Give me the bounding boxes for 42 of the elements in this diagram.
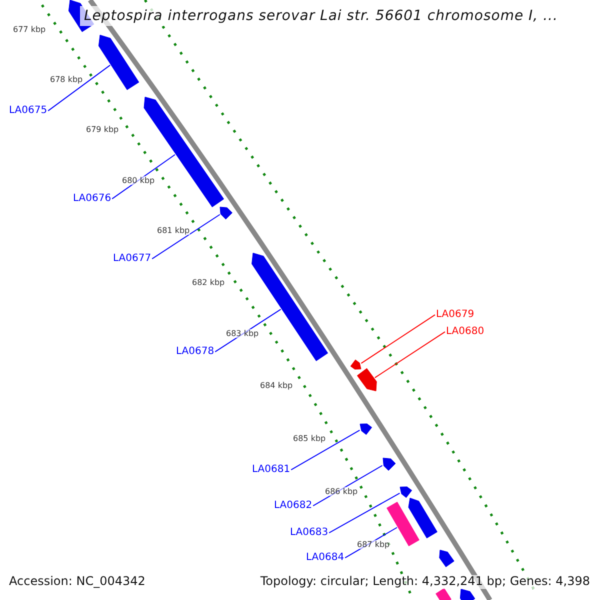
gene-feature xyxy=(439,550,454,568)
gene-feature xyxy=(350,360,362,370)
leader-line xyxy=(328,492,400,534)
leader-line xyxy=(344,527,398,558)
scale-label: 686 kbp xyxy=(325,487,358,496)
gene-label: LA0684 xyxy=(306,552,344,564)
gene-feature xyxy=(382,458,396,471)
scale-label: 678 kbp xyxy=(50,75,83,84)
leader-line xyxy=(360,314,436,364)
scale-label: 679 kbp xyxy=(86,125,119,134)
scale-label: 685 kbp xyxy=(293,434,326,444)
gene-label: LA0677 xyxy=(113,253,152,264)
leader-line xyxy=(48,64,111,112)
scale-label: 682 kbp xyxy=(192,278,225,288)
gene-label: LA0679 xyxy=(436,309,474,320)
scale-label: 681 kbp xyxy=(157,226,190,236)
gene-label: LA0683 xyxy=(290,527,328,538)
scale-label: 677 kbp xyxy=(13,25,46,34)
gene-feature xyxy=(98,34,140,90)
gene-label: LA0681 xyxy=(252,464,290,476)
leader-line xyxy=(374,331,446,378)
scale-label: 683 kbp xyxy=(226,329,259,338)
leader-line xyxy=(312,465,383,506)
accession-label: Accession: NC_004342 xyxy=(7,575,148,589)
gene-label: LA0676 xyxy=(73,193,112,204)
gene-feature xyxy=(408,498,438,538)
leader-line xyxy=(214,308,282,352)
gene-label: LA0678 xyxy=(176,346,214,358)
gene-feature xyxy=(356,368,377,392)
gene-label: LA0675 xyxy=(9,105,48,116)
genome-stats-label: Topology: circular; Length: 4,332,241 bp; Genes: 4,398 xyxy=(258,575,592,589)
gene-feature xyxy=(400,486,412,498)
gene-feature xyxy=(360,424,372,435)
scale-label: 687 kbp xyxy=(357,540,390,550)
gene-feature xyxy=(220,206,232,220)
gene-label: LA0680 xyxy=(446,326,484,338)
gene-label: LA0682 xyxy=(274,500,312,512)
scale-label: 684 kbp xyxy=(260,381,293,390)
leader-line xyxy=(112,154,176,200)
leader-line xyxy=(152,214,220,260)
scale-label: 680 kbp xyxy=(122,176,155,186)
leader-line xyxy=(290,430,360,470)
